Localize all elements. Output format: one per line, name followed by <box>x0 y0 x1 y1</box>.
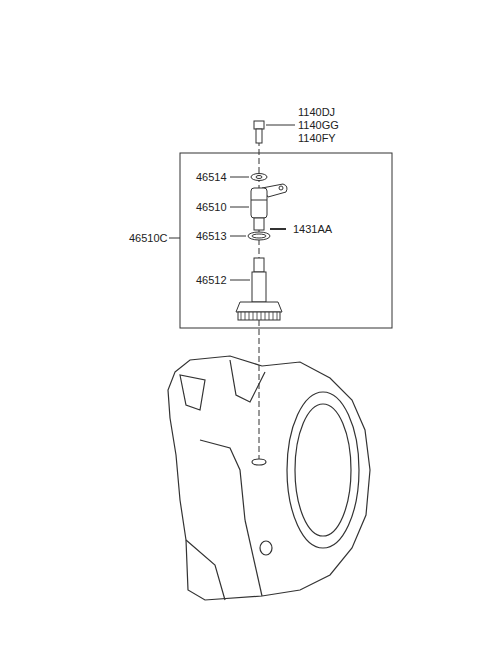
o-ring <box>248 232 270 240</box>
callout-number: 1140GG <box>297 119 340 131</box>
driven-gear-shaft <box>236 258 282 320</box>
callout-number: 46514 <box>195 171 228 183</box>
o-ring-inner <box>252 234 266 238</box>
speed-sensor <box>251 184 287 230</box>
callout-number: 46510C <box>128 232 169 244</box>
callout-number: 1431AA <box>292 223 333 235</box>
pin <box>270 228 286 230</box>
callout-number: 46510 <box>195 201 228 213</box>
leader-line <box>230 177 249 178</box>
leader-line <box>230 236 246 237</box>
leader-line <box>230 207 249 208</box>
leader-line <box>230 280 250 281</box>
bolt <box>254 121 264 143</box>
transmission-case <box>168 356 370 600</box>
callout-number: 46512 <box>195 274 228 286</box>
leader-line <box>266 125 295 126</box>
callout-number: 1140DJ <box>297 106 336 118</box>
callout-number: 46513 <box>195 230 228 242</box>
washer <box>251 174 267 181</box>
washer-hole <box>256 176 262 179</box>
callout-number: 1140FY <box>297 132 337 144</box>
gear-teeth <box>241 312 277 320</box>
group-frame <box>180 153 392 328</box>
